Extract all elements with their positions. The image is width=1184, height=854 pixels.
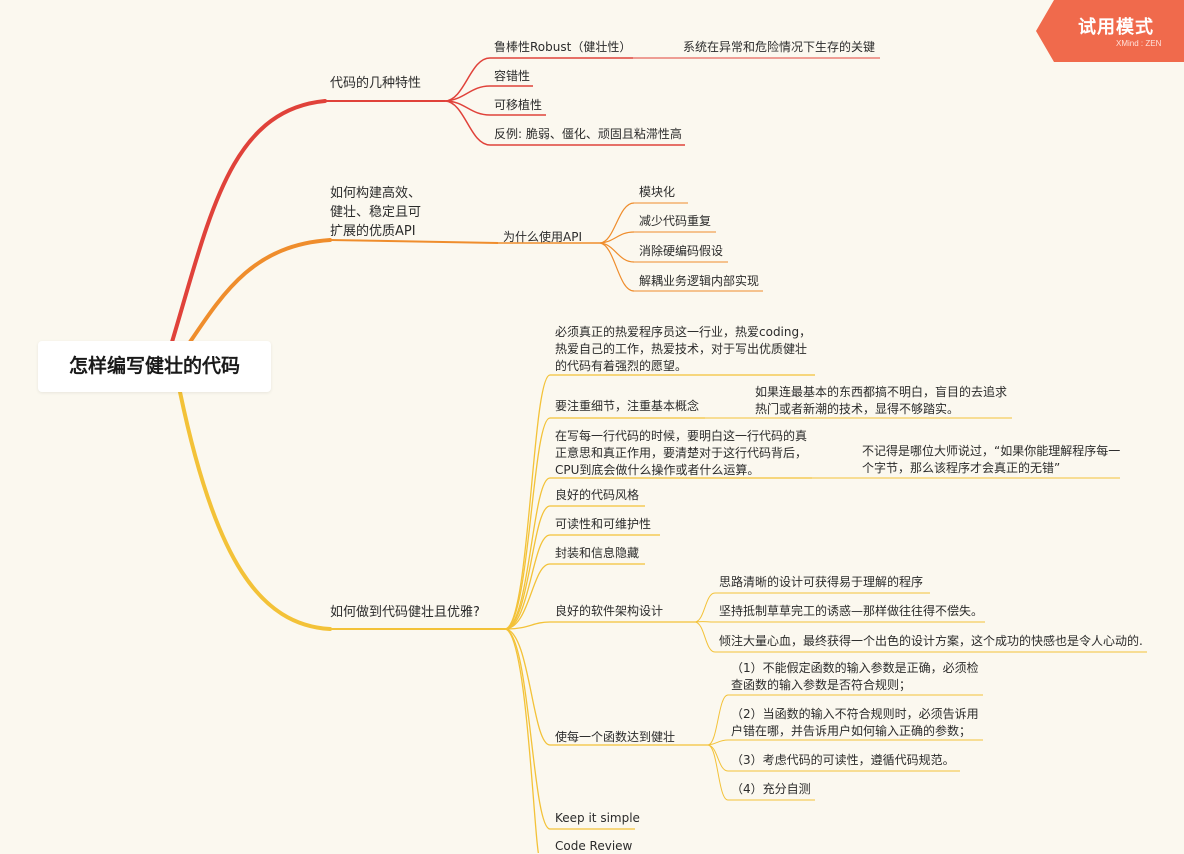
- topic-portability[interactable]: 可移植性: [494, 98, 543, 112]
- topic-why-api[interactable]: 为什么使用API: [503, 230, 582, 244]
- topic-modularization[interactable]: 模块化: [639, 185, 676, 199]
- topic-details[interactable]: 要注重细节，注重基本概念: [555, 399, 700, 413]
- topic-arch-resist-rush[interactable]: 坚持抵制草草完工的诱惑—那样做往往得不偿失。: [719, 604, 984, 618]
- topic-remove-hardcode[interactable]: 消除硬编码假设: [639, 244, 724, 258]
- topic-keep-simple[interactable]: Keep it simple: [555, 811, 640, 825]
- topic-func-readability[interactable]: （3）考虑代码的可读性，遵循代码规范。: [731, 753, 955, 767]
- topic-robust-desc[interactable]: 系统在异常和危险情况下生存的关键: [683, 40, 876, 54]
- topic-every-line-note[interactable]: 不记得是哪位大师说过，“如果你能理解程序每一 个字节，那么该程序才会真正的无错”: [862, 444, 1121, 475]
- badge-shape: [1036, 0, 1184, 62]
- root-topic-label: 怎样编写健壮的代码: [68, 355, 240, 377]
- topic-every-line[interactable]: 在写每一行代码的时候，要明白这一行代码的真 正意思和真正作用，要清楚对于这行代码…: [555, 429, 808, 477]
- topic-build-api[interactable]: 如何构建高效、 健壮、稳定且可 扩展的优质API: [330, 186, 422, 239]
- trial-mode-badge[interactable]: 试用模式 XMind : ZEN: [1036, 0, 1184, 62]
- topic-architecture[interactable]: 良好的软件架构设计: [555, 604, 664, 618]
- topic-passion[interactable]: 必须真正的热爱程序员这一行业，热爱coding， 热爱自己的工作，热爱技术，对于…: [555, 325, 812, 373]
- topic-code-characteristics[interactable]: 代码的几种特性: [330, 76, 422, 91]
- root-topic[interactable]: 怎样编写健壮的代码: [38, 341, 271, 392]
- topic-code-review[interactable]: Code Review: [555, 839, 633, 853]
- topic-fault-tolerance[interactable]: 容错性: [494, 69, 531, 83]
- topic-readability[interactable]: 可读性和可维护性: [555, 517, 652, 531]
- connector-orange-trunk: [188, 238, 332, 344]
- topic-robust-functions[interactable]: 使每一个函数达到健壮: [555, 730, 676, 744]
- topic-code-style[interactable]: 良好的代码风格: [555, 488, 640, 502]
- topic-arch-effort[interactable]: 倾注大量心血，最终获得一个出色的设计方案，这个成功的快感也是令人心动的.: [719, 634, 1143, 648]
- topic-encapsulation[interactable]: 封装和信息隐藏: [555, 546, 640, 560]
- topic-robust[interactable]: 鲁棒性Robust（健壮性）: [494, 40, 632, 54]
- topic-arch-clear-design[interactable]: 思路清晰的设计可获得易于理解的程序: [719, 575, 924, 589]
- trial-mode-label: 试用模式: [1078, 17, 1154, 38]
- topic-counter-example[interactable]: 反例: 脆弱、僵化、顽固且粘滞性高: [494, 127, 682, 141]
- topic-details-note[interactable]: 如果连最基本的东西都搞不明白，盲目的去追求 热门或者新潮的技术，显得不够踏实。: [755, 385, 1008, 416]
- xmind-zen-label: XMind : ZEN: [1116, 39, 1162, 48]
- topic-func-self-test[interactable]: （4）充分自测: [731, 782, 811, 796]
- topic-func-report-error[interactable]: （2）当函数的输入不符合规则时，必须告诉用 户错在哪，并告诉用户如何输入正确的参…: [731, 707, 979, 738]
- topic-reduce-duplication[interactable]: 减少代码重复: [639, 214, 712, 228]
- connector-yellow-trunk: [178, 390, 332, 631]
- topic-func-check-input[interactable]: （1）不能假定函数的输入参数是正确，必须检 查函数的输入参数是否符合规则；: [731, 661, 979, 692]
- topic-robust-elegant[interactable]: 如何做到代码健壮且优雅?: [330, 605, 480, 620]
- connector-red-trunk: [170, 99, 327, 344]
- topic-decouple-logic[interactable]: 解耦业务逻辑内部实现: [639, 274, 760, 288]
